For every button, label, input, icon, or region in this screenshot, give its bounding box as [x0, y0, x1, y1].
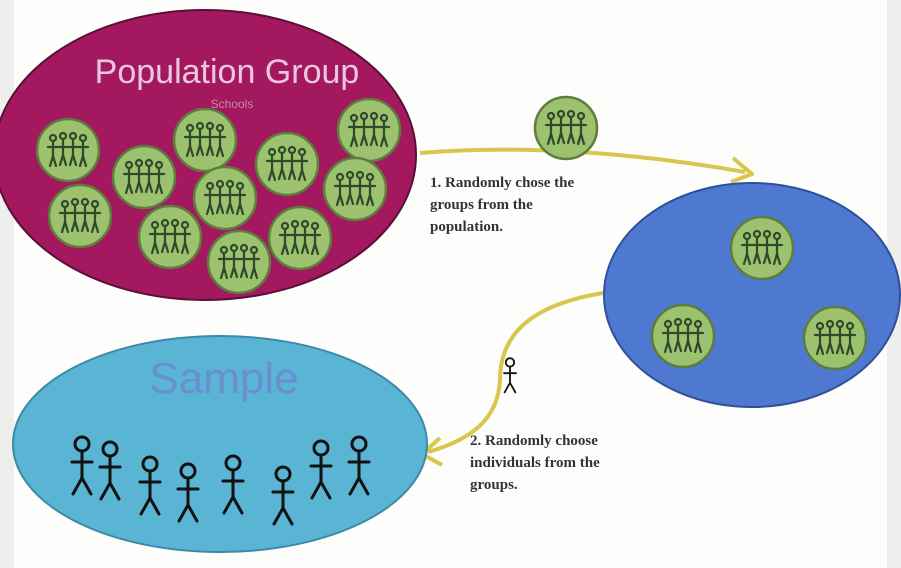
group-icon	[267, 205, 333, 271]
group-icon	[729, 215, 795, 281]
population-subtitle: Schools	[211, 97, 254, 111]
arrowhead-step-1	[730, 156, 754, 184]
group-icon	[192, 165, 258, 231]
selected-group-icon	[533, 95, 599, 161]
group-icon	[47, 183, 113, 249]
arrow-step-1	[419, 147, 746, 174]
sample-ellipse	[12, 335, 428, 553]
group-icon	[802, 305, 868, 371]
population-title: Population Group	[95, 53, 360, 91]
group-icon	[254, 131, 320, 197]
group-icon	[137, 204, 203, 270]
group-icon	[336, 97, 402, 163]
group-icon	[35, 117, 101, 183]
step-2-text: 2. Randomly choose individuals from the …	[470, 433, 604, 493]
selected-groups-ellipse	[603, 182, 901, 408]
group-icon	[206, 229, 272, 295]
group-icon	[111, 144, 177, 210]
arrow-step-2	[427, 291, 604, 454]
selected-individual-icon	[503, 357, 517, 394]
group-icon	[172, 107, 238, 173]
group-icon	[322, 156, 388, 222]
group-icon	[650, 303, 716, 369]
step-1-text: 1. Randomly chose the groups from the po…	[430, 175, 578, 235]
sample-title: Sample	[149, 354, 298, 403]
